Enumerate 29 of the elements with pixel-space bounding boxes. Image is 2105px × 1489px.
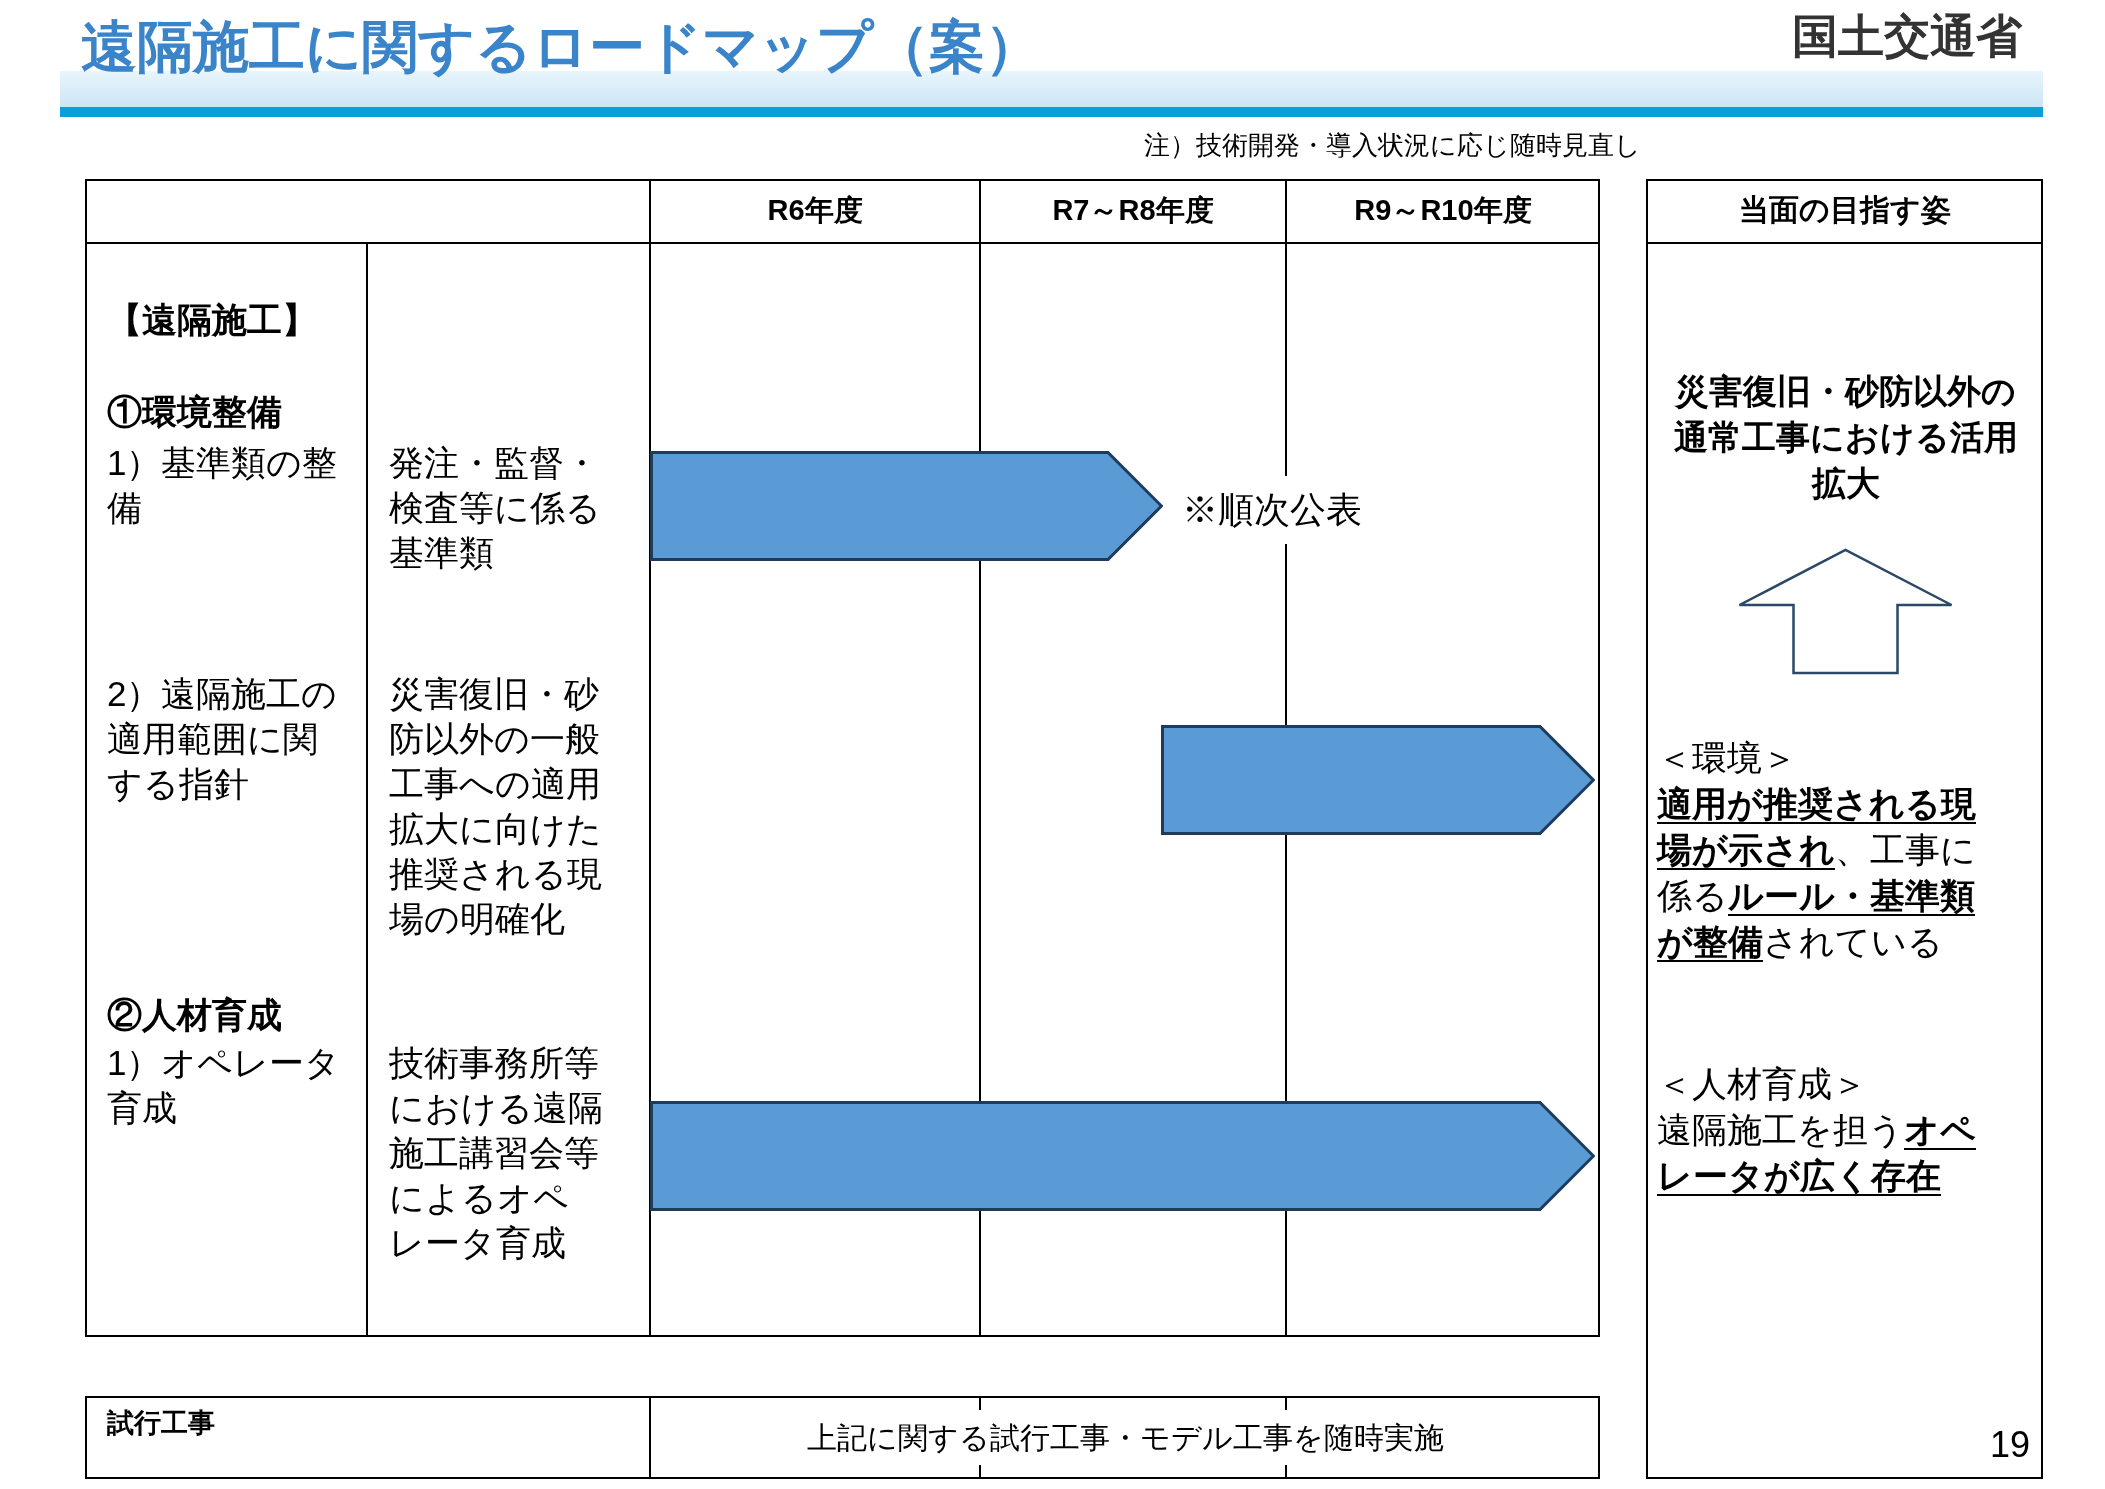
schedule-arrow-bar: [650, 1101, 1595, 1211]
row-heading: 試行工事: [107, 1407, 215, 1440]
goal-description: 遠隔施工を担うオペレータが広く存在: [1657, 1109, 1977, 1197]
section-heading: 【遠隔施工】: [107, 299, 317, 341]
item-name: 1）基準類の整備: [107, 442, 339, 529]
column-header: R9～R10年度: [1354, 193, 1532, 228]
block-arrow: [1738, 548, 1953, 675]
subheading: ＜環境＞: [1657, 737, 1797, 779]
page-number: 19: [1990, 1423, 2031, 1467]
goal-description: 適用が推奨される現場が示され、工事に係るルール・基準類が整備されている: [1657, 783, 1977, 963]
item-description: 災害復旧・砂防以外の一般工事への適用拡大に向けた推奨される現場の明確化: [389, 673, 603, 940]
goal-statement: 災害復旧・砂防以外の通常工事における活用拡大: [1672, 371, 2019, 504]
panel-heading: 当面の目指す姿: [1738, 192, 1951, 228]
item-name: 1）オペレータ育成: [107, 1042, 342, 1129]
goal-panel: [1646, 179, 2043, 1479]
schedule-arrow-bar: [650, 451, 1163, 561]
schedule-arrow-bar: [1161, 725, 1595, 835]
subheading: ＜人材育成＞: [1657, 1063, 1867, 1105]
item-description: 技術事務所等における遠隔施工講習会等によるオペレータ育成: [389, 1042, 604, 1264]
column-header: R7～R8年度: [1052, 193, 1214, 228]
ministry-name: 国土交通省: [1792, 9, 2022, 64]
revision-note: 注）技術開発・導入状況に応じ随時見直し: [1144, 129, 1641, 162]
category-heading: ②人材育成: [107, 994, 282, 1036]
category-heading: ①環境整備: [107, 391, 282, 433]
item-description: 発注・監督・検査等に係る基準類: [389, 442, 602, 574]
page-title: 遠隔施工に関するロードマップ（案）: [81, 14, 1041, 80]
column-header: R6年度: [767, 193, 863, 228]
item-name: 2）遠隔施工の適用範囲に関する指針: [107, 673, 339, 805]
row-description: 上記に関する試行工事・モデル工事を随時実施: [806, 1420, 1444, 1456]
